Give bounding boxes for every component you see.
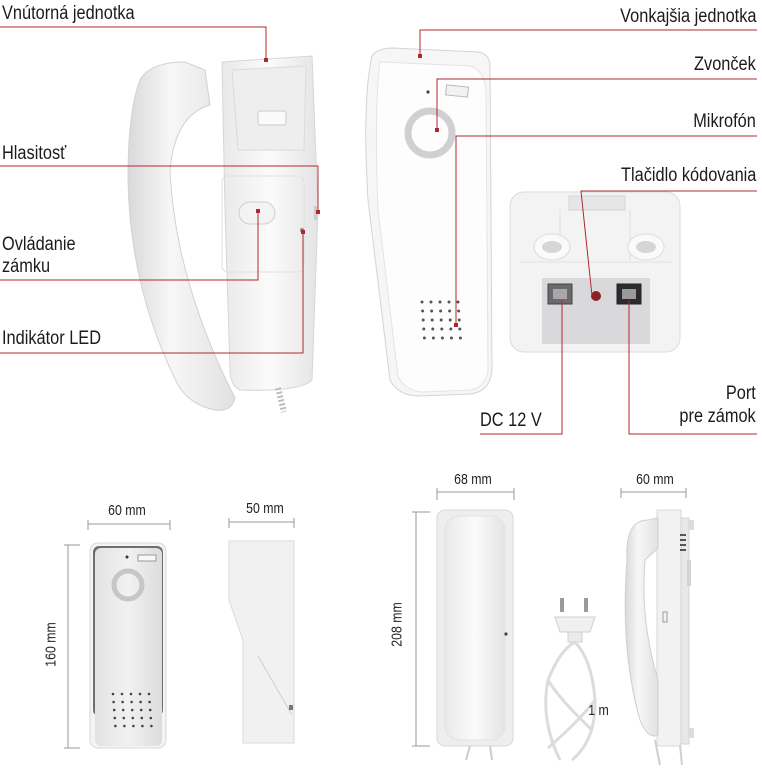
dim-outdoor-depth: 50 mm <box>246 500 284 517</box>
indoor-handset <box>127 61 236 411</box>
dimension-lines <box>64 488 687 749</box>
speaker-hole <box>440 336 444 340</box>
label-doorbell: Zvonček <box>694 54 756 75</box>
doorbell-button-icon <box>404 107 456 159</box>
speaker-hole <box>457 318 461 322</box>
power-adapter <box>544 598 597 762</box>
speaker-hole <box>449 336 453 340</box>
speaker-hole <box>448 309 452 313</box>
speaker-hole <box>120 692 124 696</box>
indoor-base-unit <box>221 55 319 413</box>
speaker-hole <box>149 716 153 720</box>
speaker-hole <box>449 327 453 331</box>
outdoor-back-plate <box>509 191 681 353</box>
label-dc-power: DC 12 V <box>480 410 542 431</box>
speaker-hole <box>121 708 125 712</box>
dim-outdoor-height: 160 mm <box>42 622 60 667</box>
speaker-hole <box>121 700 124 704</box>
dim-indoor-width: 68 mm <box>454 471 492 488</box>
speaker-hole <box>458 327 462 331</box>
speaker-hole <box>138 692 142 696</box>
speaker-hole <box>129 692 133 696</box>
microphone-hole-icon <box>426 90 430 94</box>
speaker-hole <box>448 318 452 322</box>
label-indoor-unit: Vnútorná jednotka <box>2 3 135 24</box>
label-coding-button: Tlačidlo kódovania <box>620 165 756 186</box>
label-lock-port-line1: Port <box>726 383 756 404</box>
speaker-hole <box>148 700 151 704</box>
callout-lines <box>0 26 757 435</box>
coding-button-icon <box>591 291 601 301</box>
indoor-front-view <box>436 509 514 761</box>
speaker-hole <box>140 716 144 720</box>
speaker-hole <box>132 724 135 728</box>
speaker-hole <box>141 724 144 728</box>
label-microphone: Mikrofón <box>693 111 756 132</box>
label-lock-control-line2: zámku <box>2 256 51 277</box>
outdoor-unit <box>365 47 493 397</box>
speaker-hole <box>112 708 116 712</box>
dim-outdoor-width: 60 mm <box>108 502 146 519</box>
label-outdoor-unit: Vonkajšia jednotka <box>619 6 756 27</box>
speaker-hole <box>422 336 426 340</box>
speaker-hole <box>130 700 133 704</box>
speaker-hole <box>458 336 462 340</box>
label-lock-control-line1: Ovládanie <box>2 234 76 255</box>
outdoor-side-view <box>228 540 295 744</box>
speaker-hole <box>420 300 424 304</box>
speaker-hole <box>148 708 152 712</box>
speaker-hole <box>430 318 434 322</box>
speaker-hole <box>440 327 444 331</box>
speaker-hole <box>114 724 117 728</box>
speaker-hole <box>430 309 434 313</box>
label-volume: Hlasitosť <box>2 143 67 164</box>
speaker-hole <box>447 300 451 304</box>
speaker-hole <box>457 309 461 313</box>
speaker-hole <box>123 724 126 728</box>
speaker-hole <box>131 716 135 720</box>
speaker-hole <box>130 708 134 712</box>
speaker-hole <box>122 716 126 720</box>
speaker-hole <box>150 724 153 728</box>
speaker-hole <box>429 300 433 304</box>
speaker-hole <box>113 716 117 720</box>
callout-dots <box>256 54 458 327</box>
speaker-hole <box>421 318 425 322</box>
speaker-hole <box>112 700 115 704</box>
speaker-hole <box>422 327 426 331</box>
label-led-indicator: Indikátor LED <box>2 328 102 349</box>
dim-indoor-depth: 60 mm <box>636 471 674 488</box>
speaker-hole <box>147 692 151 696</box>
outdoor-front-view <box>89 542 167 749</box>
speaker-hole <box>139 700 142 704</box>
dim-cable-length: 1 m <box>588 702 609 719</box>
speaker-hole <box>111 692 115 696</box>
speaker-hole <box>439 309 443 313</box>
speaker-hole <box>421 309 425 313</box>
speaker-hole <box>439 318 443 322</box>
speaker-hole <box>431 327 435 331</box>
speaker-hole <box>438 300 442 304</box>
label-lock-port-line2: pre zámok <box>679 406 756 427</box>
speaker-hole <box>456 300 460 304</box>
speaker-hole <box>139 708 143 712</box>
speaker-grille-icon <box>420 300 462 340</box>
indoor-side-view <box>624 509 694 766</box>
speaker-hole <box>431 336 435 340</box>
dim-indoor-height: 208 mm <box>388 602 406 647</box>
